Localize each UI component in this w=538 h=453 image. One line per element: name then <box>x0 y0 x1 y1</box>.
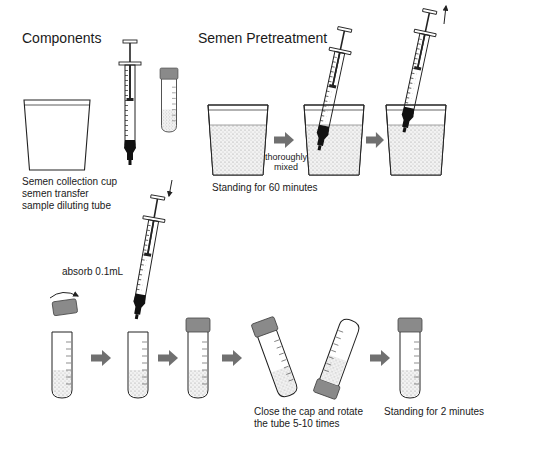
open-tube <box>52 332 72 398</box>
step-note: Standing for 2 minutes <box>384 406 484 418</box>
dilution-group <box>50 180 422 400</box>
step-note: Standing for 60 minutes <box>212 182 318 194</box>
cup-mixing <box>304 105 364 175</box>
part-label: Semen collection cup <box>22 176 117 188</box>
cup-drawing <box>386 105 446 175</box>
cup-standing <box>208 105 268 175</box>
step-note: Close the cap and rotate the tube 5-10 t… <box>254 406 376 429</box>
closed-tube <box>186 318 210 398</box>
step-note: thoroughly mixed <box>263 152 309 173</box>
part-label: semen transfer <box>22 188 89 200</box>
diluting-tube <box>160 68 178 132</box>
step-arrow <box>274 132 294 148</box>
settled-tube <box>398 318 422 398</box>
sample-syringe <box>125 194 168 321</box>
step-arrow <box>366 132 384 148</box>
step-note: absorb 0.1mL <box>62 266 123 278</box>
lifted-cap <box>52 299 78 316</box>
drawing-syringe <box>393 8 441 135</box>
step-arrow <box>222 350 242 366</box>
section-heading: Semen Pretreatment <box>198 30 327 46</box>
components-group <box>24 40 178 170</box>
pull-arrow <box>444 6 446 24</box>
twist-arrow <box>50 292 78 298</box>
step-arrow <box>370 350 390 366</box>
section-heading: Components <box>22 30 101 46</box>
step-arrow <box>91 350 111 366</box>
inverted-tube <box>313 316 363 399</box>
push-arrow <box>169 180 172 196</box>
tilted-tube <box>251 316 301 399</box>
collection-cup <box>24 100 90 170</box>
part-label: sample diluting tube <box>22 200 111 212</box>
filled-tube <box>128 332 148 398</box>
transfer-syringe <box>119 40 141 165</box>
step-arrow <box>158 350 178 366</box>
